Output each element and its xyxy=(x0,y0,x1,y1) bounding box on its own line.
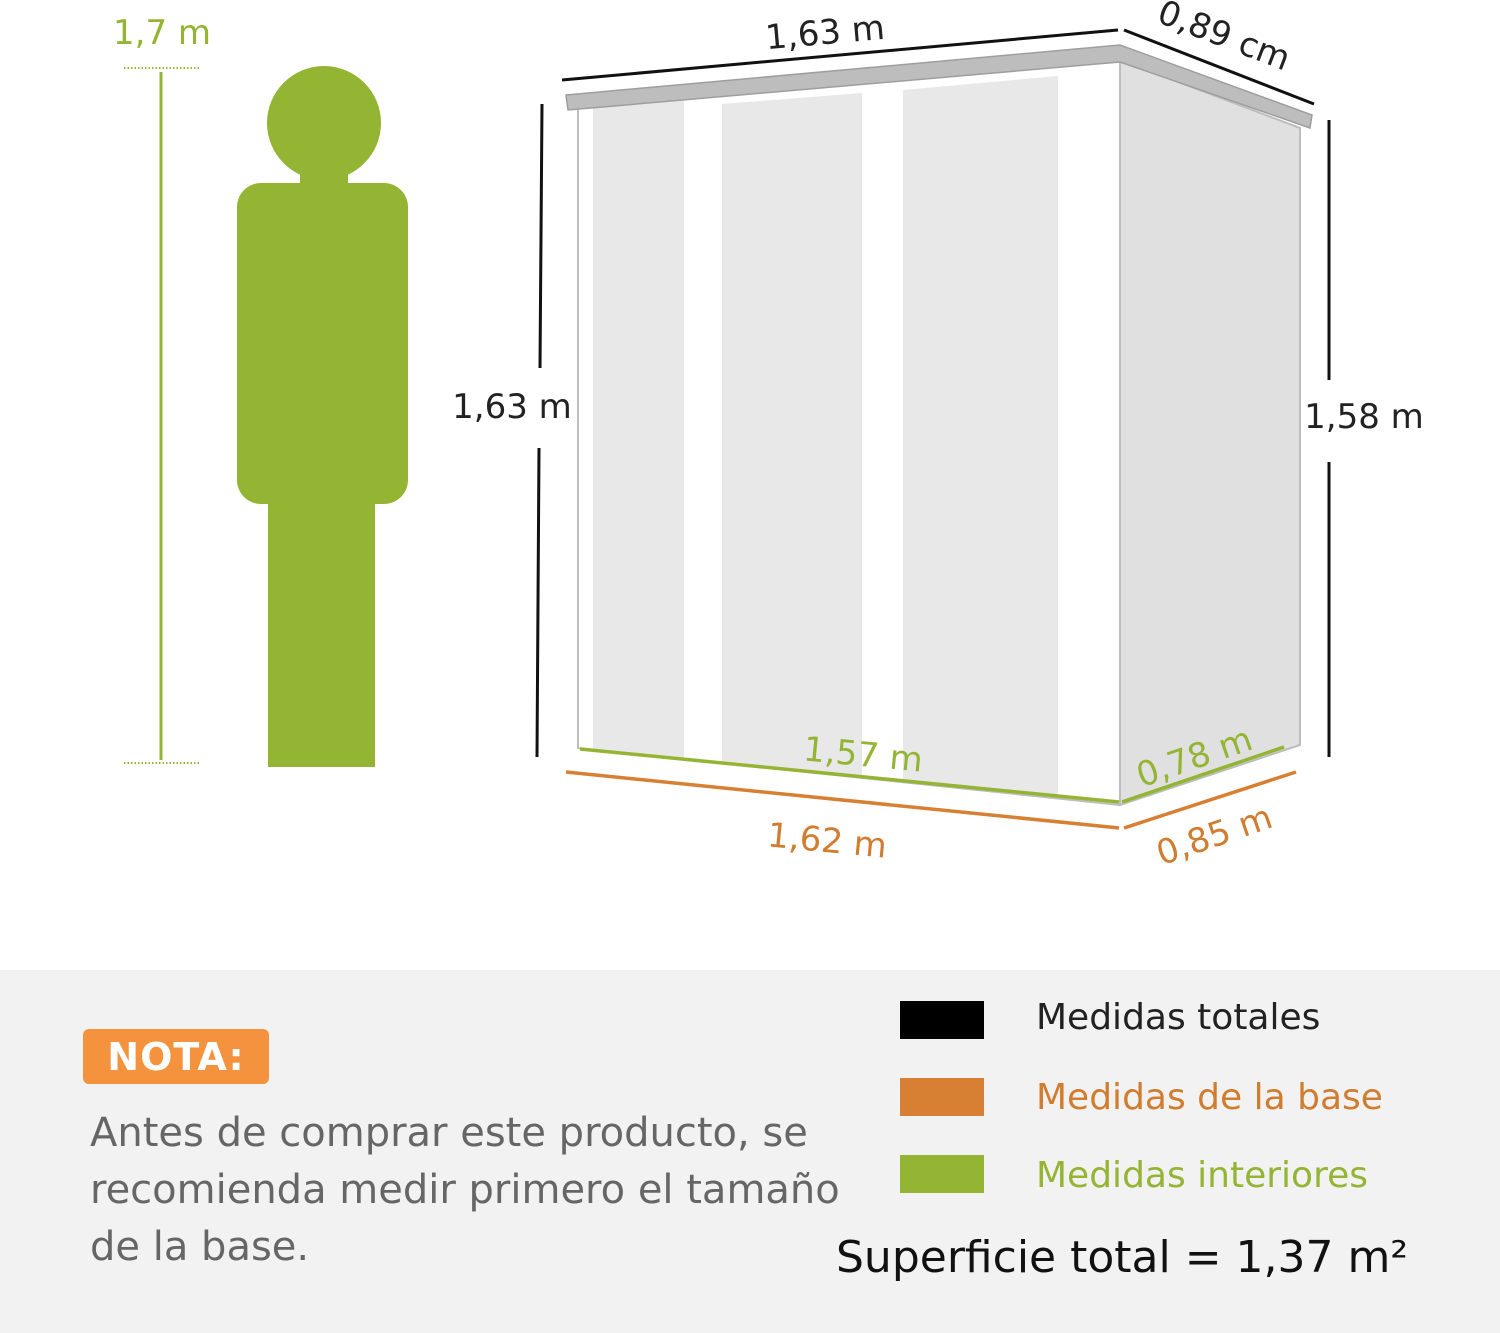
person-silhouette xyxy=(237,66,408,767)
nota-badge: NOTA: xyxy=(83,1029,269,1084)
shed-dimension-diagram: 1,7 m 1,63 m 0,89 cm 1,63 m 1,58 m 1,57 … xyxy=(113,0,1424,874)
shed-door-panel-left xyxy=(593,100,684,758)
base-width-label: 1,62 m xyxy=(766,815,889,866)
person-height-label: 1,7 m xyxy=(113,13,211,53)
legend-label-base: Medidas de la base xyxy=(1036,1077,1383,1118)
base-depth-label: 0,85 m xyxy=(1151,797,1277,874)
back-height-label: 1,58 m xyxy=(1304,397,1424,437)
top-width-line xyxy=(561,28,1119,82)
front-height-line-upper xyxy=(538,103,544,369)
top-width-label: 1,63 m xyxy=(764,8,887,58)
interior-dimension-lines xyxy=(579,745,1285,804)
interior-width-line xyxy=(579,747,1120,804)
person-height-indicator: 1,7 m xyxy=(113,13,211,764)
base-width-line xyxy=(565,770,1120,830)
person-head xyxy=(267,66,381,180)
shed-roof xyxy=(565,44,1313,130)
nota-text: Antes de comprar este producto, se recom… xyxy=(90,1110,840,1270)
front-height-line-lower xyxy=(535,447,541,758)
legend-swatch-base xyxy=(900,1078,984,1116)
legend-swatch-total xyxy=(900,1001,984,1039)
legend-swatch-interior xyxy=(900,1155,984,1193)
base-depth-line xyxy=(1123,770,1297,830)
legend-label-total: Medidas totales xyxy=(1036,997,1321,1038)
legend-label-interior: Medidas interiores xyxy=(1036,1155,1368,1196)
person-torso xyxy=(237,183,408,504)
top-depth-line xyxy=(1123,28,1315,106)
surface-total: Superficie total = 1,37 m² xyxy=(836,1232,1408,1283)
shed-door-panel-center xyxy=(722,93,862,777)
overall-dimension-lines xyxy=(535,28,1331,758)
info-panel: NOTA: Antes de comprar este producto, se… xyxy=(0,970,1500,1333)
person-legs xyxy=(268,480,375,767)
interior-depth-line xyxy=(1121,745,1285,804)
shed-door-panel-right xyxy=(903,76,1058,795)
base-dimension-lines xyxy=(565,770,1297,830)
shed xyxy=(565,44,1313,807)
shed-side-panel xyxy=(1119,58,1301,807)
front-height-label: 1,63 m xyxy=(452,387,572,427)
